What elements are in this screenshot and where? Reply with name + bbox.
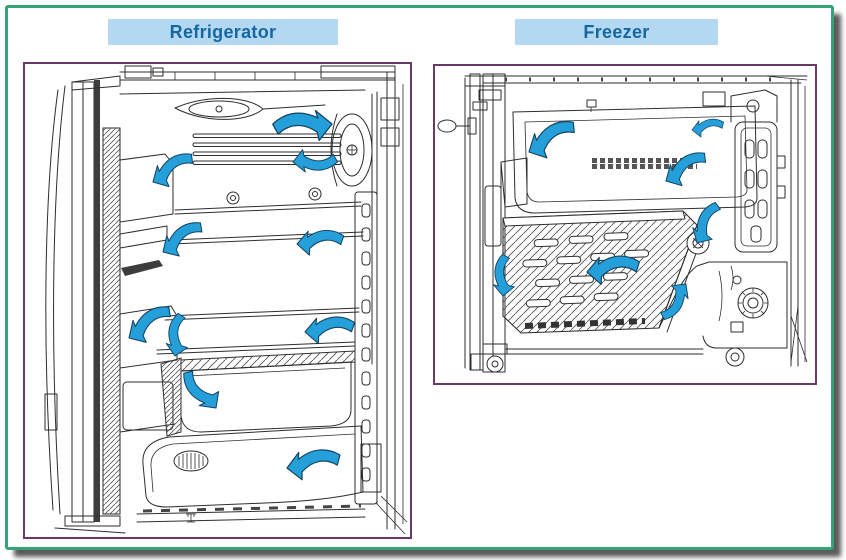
airflow-arrow <box>522 114 583 165</box>
refrigerator-diagram-panel <box>23 62 412 539</box>
airflow-arrow <box>690 116 726 139</box>
airflow-arrow <box>271 108 335 146</box>
panel-title-freezer: Freezer <box>515 19 718 45</box>
airflow-arrow <box>284 446 344 483</box>
panel-title-refrigerator: Refrigerator <box>108 19 338 45</box>
refrigerator-diagram <box>44 65 408 535</box>
freezer-title-label: Freezer <box>583 21 650 42</box>
freezer-line-art <box>437 73 808 373</box>
airflow-arrow <box>659 146 714 192</box>
freezer-diagram <box>437 73 808 373</box>
freezer-diagram-panel <box>433 64 817 385</box>
airflow-arrow <box>295 228 346 257</box>
refrigerator-title-label: Refrigerator <box>169 21 277 42</box>
airflow-arrow <box>303 314 357 346</box>
drawer-vent-slots <box>522 232 650 308</box>
refrigerator-line-art <box>44 65 408 535</box>
